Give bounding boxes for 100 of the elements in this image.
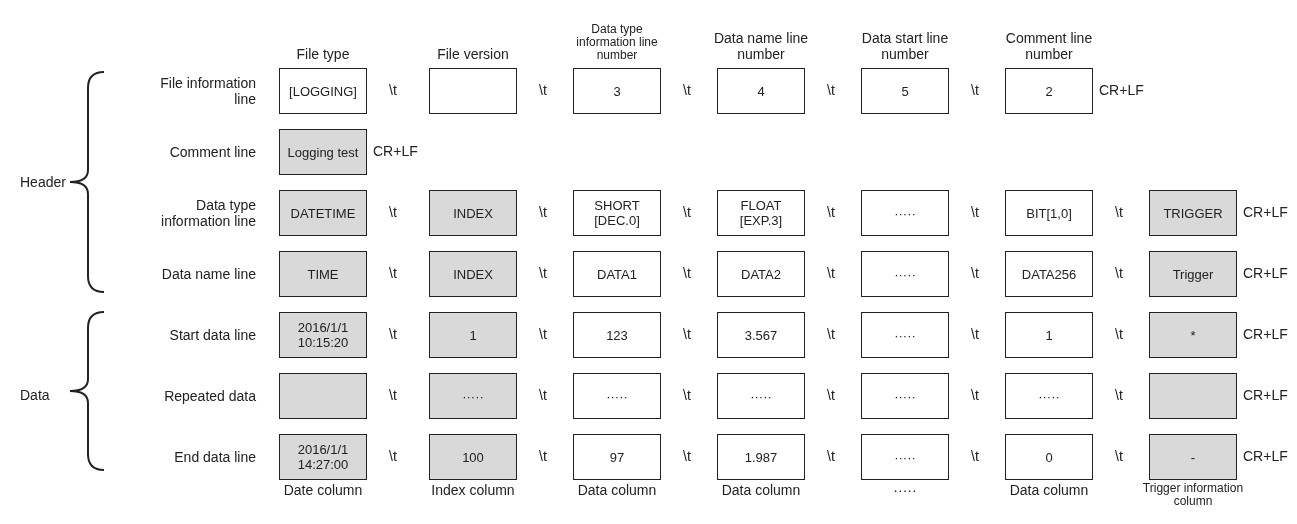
line-end-symbol: CR+LF [1243, 387, 1288, 403]
value-box: 1 [1005, 312, 1093, 358]
value-box: Trigger [1149, 251, 1237, 297]
column-heading: Data name line number [712, 30, 810, 62]
empty-box [1149, 373, 1237, 419]
tab-symbol: \t [539, 448, 547, 464]
value-box: ····· [1005, 373, 1093, 419]
value-box: ····· [861, 373, 949, 419]
value-box: 100 [429, 434, 517, 480]
tab-symbol: \t [971, 82, 979, 98]
value-box: INDEX [429, 190, 517, 236]
value-box: DATA256 [1005, 251, 1093, 297]
tab-symbol: \t [389, 448, 397, 464]
line-end-symbol: CR+LF [1243, 448, 1288, 464]
tab-symbol: \t [683, 204, 691, 220]
column-heading: Data start line number [860, 30, 950, 62]
column-heading: File type [295, 46, 351, 62]
value-box: ····· [861, 251, 949, 297]
tab-symbol: \t [971, 265, 979, 281]
tab-symbol: \t [827, 82, 835, 98]
tab-symbol: \t [539, 387, 547, 403]
value-box: 4 [717, 68, 805, 114]
row-label: Repeated data [163, 387, 256, 406]
tab-symbol: \t [389, 204, 397, 220]
tab-symbol: \t [683, 387, 691, 403]
value-box: 2016/1/1 10:15:20 [279, 312, 367, 358]
column-caption: Trigger information column [1141, 482, 1245, 508]
row-label: Start data line [168, 326, 256, 345]
value-box: DATA2 [717, 251, 805, 297]
value-box: DATA1 [573, 251, 661, 297]
value-box: 3 [573, 68, 661, 114]
row-label: End data line [173, 448, 256, 467]
line-end-symbol: CR+LF [1243, 326, 1288, 342]
value-box: 1 [429, 312, 517, 358]
column-caption: Index column [430, 482, 516, 498]
value-box: TRIGGER [1149, 190, 1237, 236]
row-label: Data type information line [160, 196, 256, 230]
value-box: ····· [861, 434, 949, 480]
value-box: ····· [717, 373, 805, 419]
tab-symbol: \t [389, 326, 397, 342]
column-heading: Comment line number [1004, 30, 1094, 62]
column-caption: Data column [720, 482, 802, 498]
tab-symbol: \t [971, 326, 979, 342]
column-heading: Data type information line number [575, 23, 659, 62]
line-end-symbol: CR+LF [1099, 82, 1144, 98]
value-box: 3.567 [717, 312, 805, 358]
value-box: 2016/1/1 14:27:00 [279, 434, 367, 480]
tab-symbol: \t [1115, 326, 1123, 342]
column-caption: Data column [576, 482, 658, 498]
value-box: ····· [573, 373, 661, 419]
tab-symbol: \t [971, 204, 979, 220]
tab-symbol: \t [539, 82, 547, 98]
tab-symbol: \t [683, 265, 691, 281]
value-box: ····· [861, 312, 949, 358]
row-label: Data name line [160, 265, 256, 284]
value-box: 0 [1005, 434, 1093, 480]
column-caption: ····· [892, 482, 918, 498]
row-label: Comment line [168, 143, 256, 162]
tab-symbol: \t [827, 265, 835, 281]
value-box: TIME [279, 251, 367, 297]
value-box: * [1149, 312, 1237, 358]
value-box: DATETIME [279, 190, 367, 236]
group-label: Data [20, 387, 50, 403]
line-end-symbol: CR+LF [1243, 204, 1288, 220]
tab-symbol: \t [389, 387, 397, 403]
value-box: [LOGGING] [279, 68, 367, 114]
tab-symbol: \t [539, 204, 547, 220]
line-end-symbol: CR+LF [373, 143, 418, 159]
tab-symbol: \t [827, 326, 835, 342]
tab-symbol: \t [827, 387, 835, 403]
value-box: 1.987 [717, 434, 805, 480]
value-box: 97 [573, 434, 661, 480]
line-end-symbol: CR+LF [1243, 265, 1288, 281]
value-box: INDEX [429, 251, 517, 297]
group-label: Header [20, 174, 66, 190]
tab-symbol: \t [827, 448, 835, 464]
tab-symbol: \t [389, 265, 397, 281]
value-box: SHORT [DEC.0] [573, 190, 661, 236]
tab-symbol: \t [1115, 265, 1123, 281]
tab-symbol: \t [389, 82, 397, 98]
value-box: 123 [573, 312, 661, 358]
tab-symbol: \t [1115, 204, 1123, 220]
tab-symbol: \t [539, 265, 547, 281]
tab-symbol: \t [683, 448, 691, 464]
value-box: ····· [861, 190, 949, 236]
tab-symbol: \t [683, 326, 691, 342]
column-heading: File version [436, 46, 510, 62]
tab-symbol: \t [539, 326, 547, 342]
tab-symbol: \t [971, 387, 979, 403]
tab-symbol: \t [971, 448, 979, 464]
value-box: FLOAT [EXP.3] [717, 190, 805, 236]
tab-symbol: \t [1115, 448, 1123, 464]
column-caption: Data column [1008, 482, 1090, 498]
empty-box [429, 68, 517, 114]
tab-symbol: \t [1115, 387, 1123, 403]
value-box: 2 [1005, 68, 1093, 114]
value-box: - [1149, 434, 1237, 480]
empty-box [279, 373, 367, 419]
value-box: ····· [429, 373, 517, 419]
row-label: File information line [159, 74, 256, 108]
